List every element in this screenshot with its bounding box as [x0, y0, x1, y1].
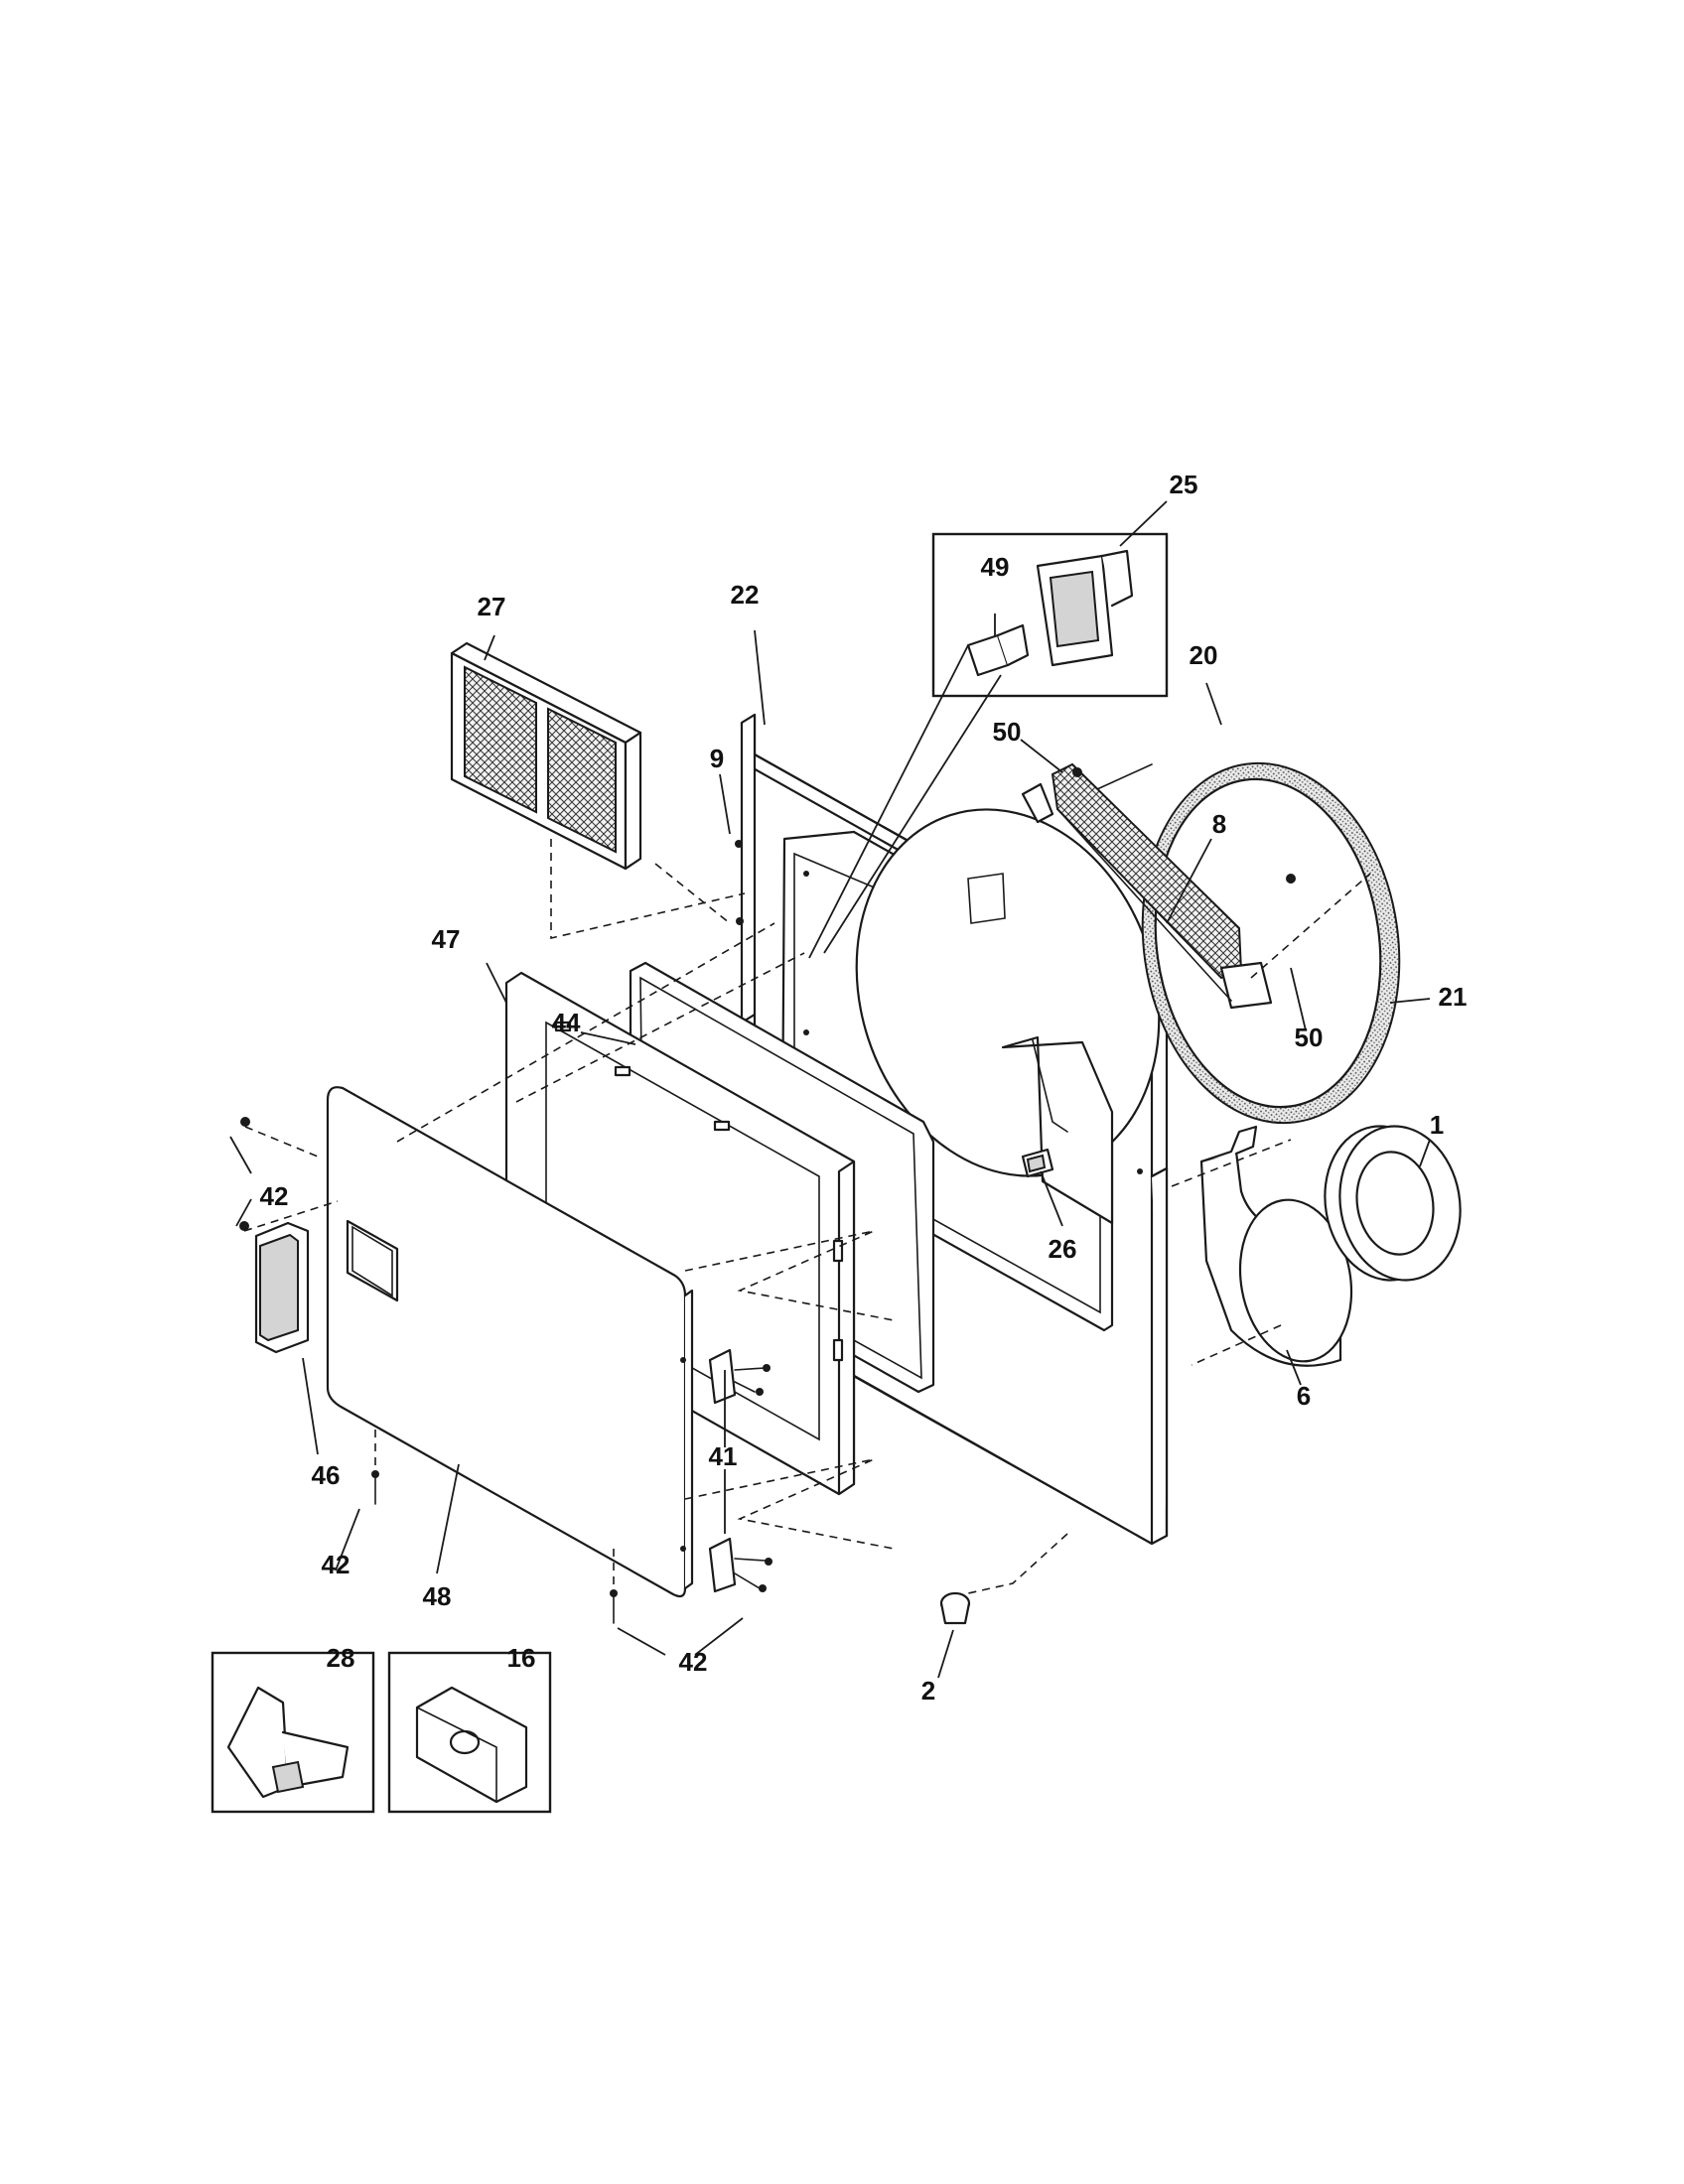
callout-21: 21: [1439, 982, 1468, 1012]
callout-48: 48: [423, 1581, 452, 1611]
outer-door: [326, 1086, 694, 1598]
callout-1: 1: [1430, 1110, 1444, 1140]
callout-46: 46: [312, 1460, 341, 1490]
inset-switch-parts: [808, 532, 1169, 959]
callout-25: 25: [1170, 470, 1198, 499]
duct-ring: [1324, 1125, 1462, 1282]
callout-47: 47: [432, 924, 461, 954]
callout-labels: 1 2 6 8 9 16 20 21 22 25 26 27 28 41 42 …: [260, 470, 1468, 1706]
callout-22: 22: [731, 580, 760, 610]
duct: [1199, 1125, 1353, 1367]
leader-lines: [229, 500, 1431, 1679]
callout-41: 41: [709, 1441, 738, 1471]
callout-8: 8: [1212, 809, 1226, 839]
foot: [939, 1591, 971, 1625]
callout-6: 6: [1297, 1381, 1311, 1411]
assembly-lines: [243, 839, 1371, 1594]
inset-part-16: [387, 1651, 552, 1814]
callout-28: 28: [327, 1643, 355, 1673]
lint-screen: [1021, 762, 1273, 1010]
hinges: [708, 1348, 772, 1593]
callout-9: 9: [710, 744, 724, 773]
callout-16: 16: [507, 1643, 536, 1673]
callout-42-left-top: 42: [260, 1181, 289, 1211]
screws: [239, 767, 1296, 1624]
callout-44: 44: [552, 1008, 581, 1037]
callout-26: 26: [1049, 1234, 1077, 1264]
callout-42-bottom: 42: [679, 1647, 708, 1677]
callout-20: 20: [1190, 640, 1218, 670]
callout-50-right: 50: [1295, 1023, 1324, 1052]
drum-bulkhead: [855, 808, 1161, 1225]
filter: [450, 641, 642, 871]
inset-part-28: [210, 1651, 375, 1814]
callout-42-left-bottom: 42: [322, 1550, 351, 1579]
callout-2: 2: [921, 1676, 935, 1706]
callout-49: 49: [981, 552, 1010, 582]
callout-27: 27: [478, 592, 506, 621]
callout-50-top: 50: [993, 717, 1022, 747]
drum-seal: [1096, 761, 1401, 1125]
door-handle: [254, 1221, 310, 1354]
door-switch: [1021, 1148, 1054, 1178]
